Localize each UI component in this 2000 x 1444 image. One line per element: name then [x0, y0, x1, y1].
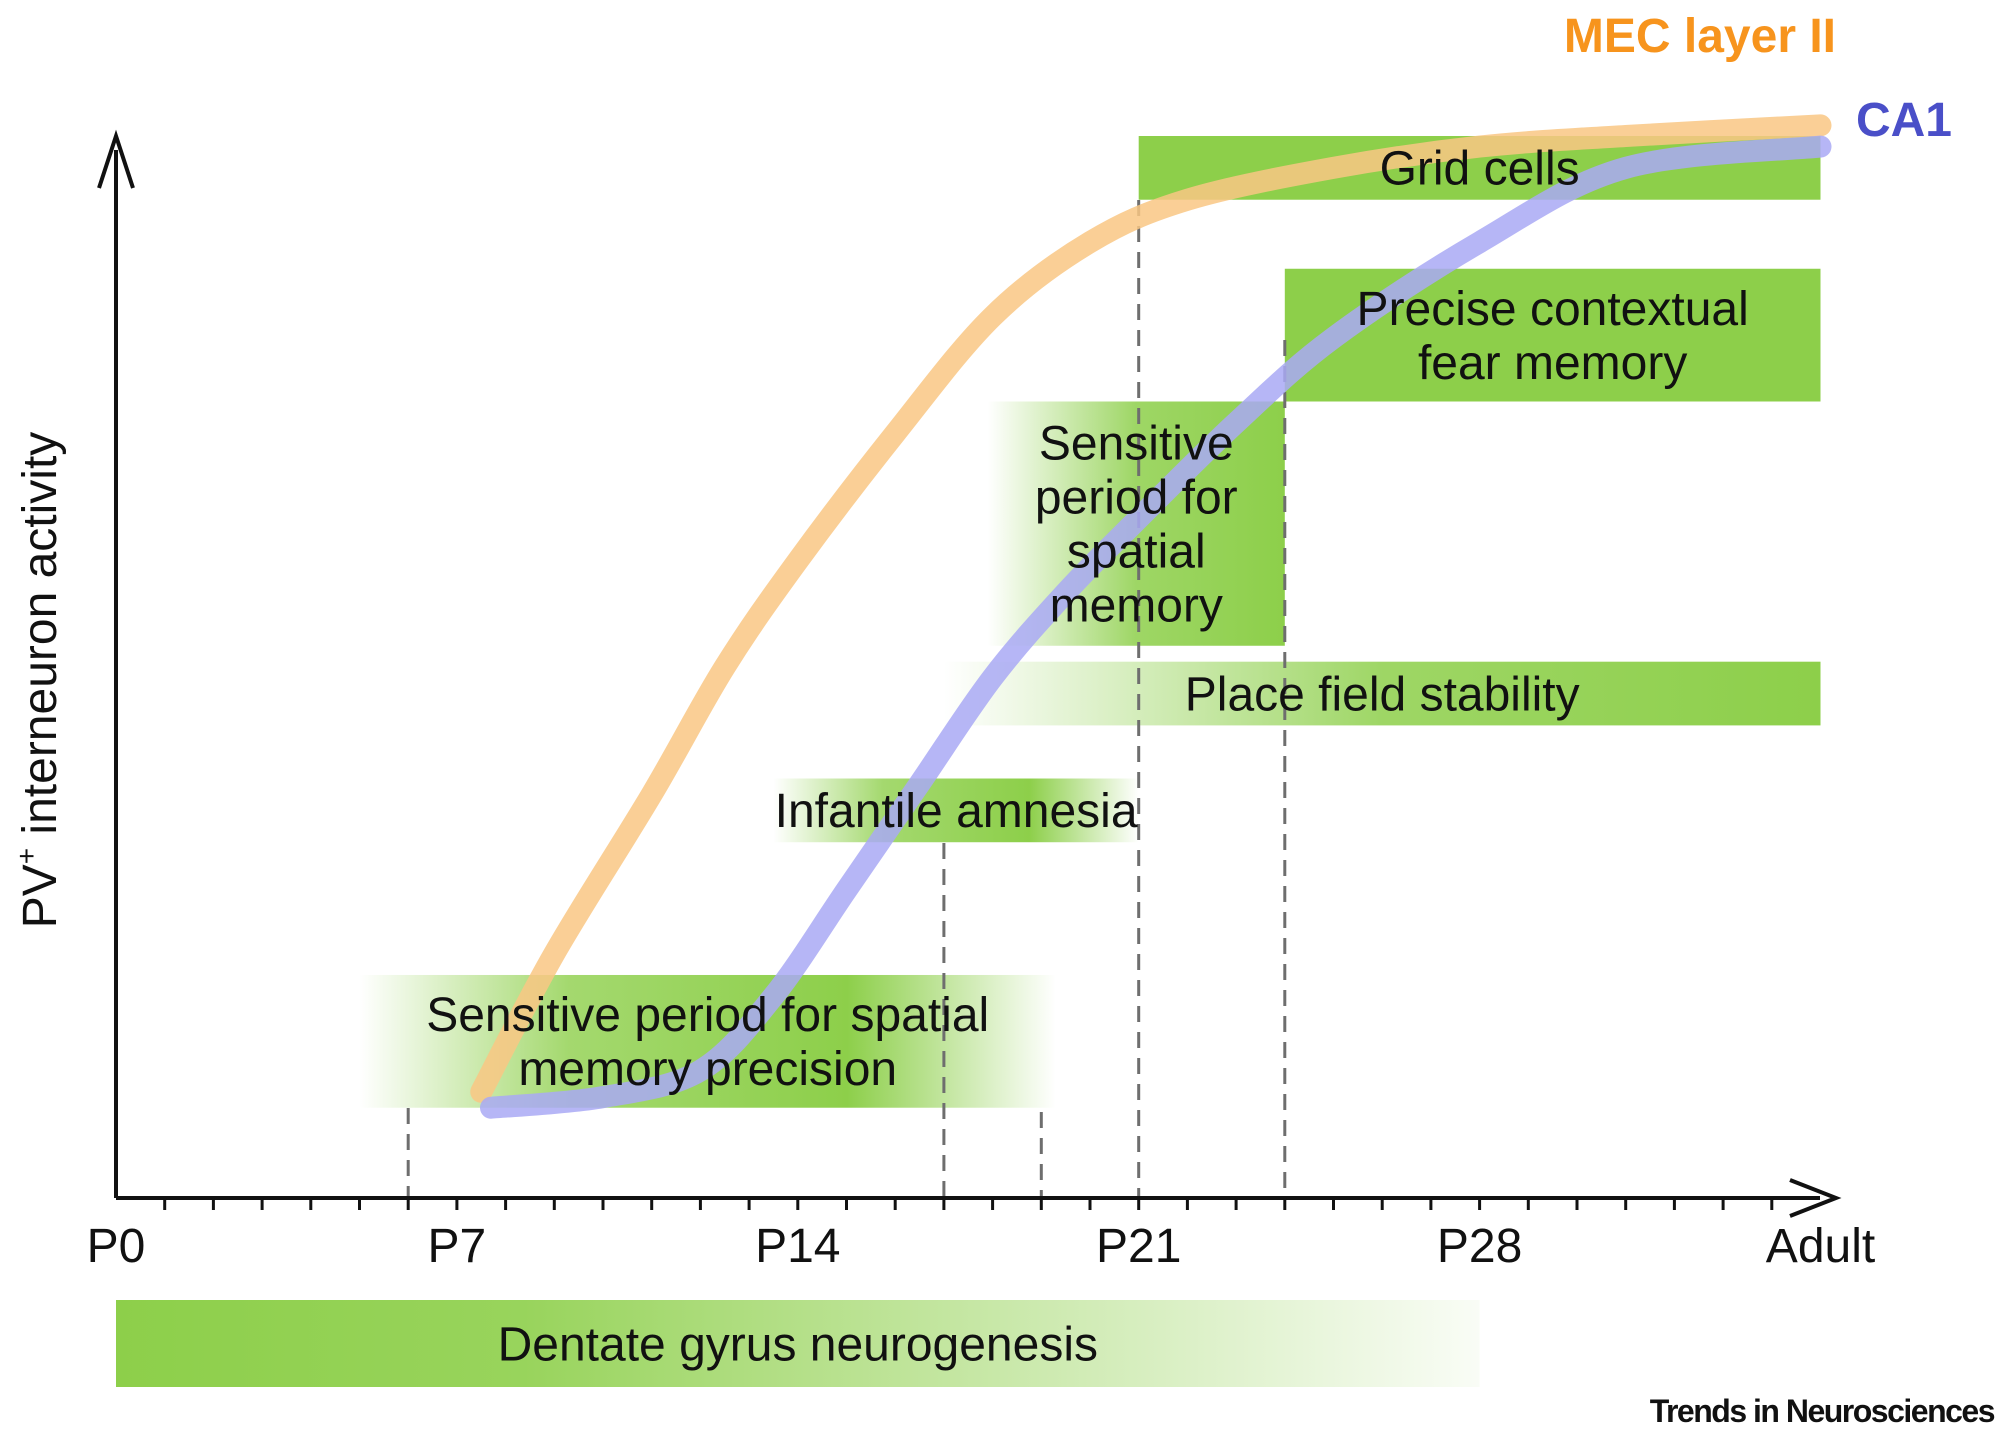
- journal-credit: Trends in Neurosciences: [1649, 1393, 1996, 1429]
- series-label-ca1: CA1: [1856, 94, 1952, 147]
- x-tick-label-p28: P28: [1437, 1220, 1522, 1273]
- y-axis-arrowhead: [97, 129, 135, 189]
- x-minor-ticks: [163, 1198, 1774, 1210]
- band-label-dentate-gyrus-neurogenesis: Dentate gyrus neurogenesis: [498, 1318, 1098, 1371]
- band-precise-contextual-fear-memory: [1284, 268, 1821, 402]
- band-label-grid-cells: Grid cells: [1380, 143, 1580, 196]
- activity-curves: [470, 114, 1832, 1119]
- band-label-place-field-stability: Place field stability: [1185, 668, 1580, 721]
- x-tick-label-p7: P7: [428, 1220, 487, 1273]
- band-label-infantile-amnesia: Infantile amnesia: [775, 785, 1138, 838]
- x-tick-label-p21: P21: [1096, 1220, 1181, 1273]
- x-tick-labels: P0 P7 P14 P21 P28 Adult: [87, 1220, 1876, 1273]
- series-label-mec-layer-ii: MEC layer II: [1564, 10, 1836, 63]
- curve-ca1: [479, 135, 1832, 1119]
- curve-mec-layer-ii: [470, 114, 1832, 1103]
- band-place-field-stability: [943, 661, 1821, 726]
- x-tick-label-p14: P14: [755, 1220, 840, 1273]
- reference-dashed-lines: [406, 200, 1287, 1198]
- period-bands: [116, 136, 1821, 1387]
- axes: P0 P7 P14 P21 P28 Adult PV+ interneuron activ…: [11, 129, 1876, 1273]
- x-axis-arrowhead: [1789, 1178, 1842, 1218]
- series-labels: MEC layer II CA1: [1564, 10, 1952, 147]
- band-dentate-gyrus-neurogenesis: [116, 1300, 1480, 1387]
- y-axis-label: PV+ interneuron activity: [11, 432, 67, 929]
- x-tick-label-adult: Adult: [1766, 1220, 1875, 1273]
- x-tick-label-p0: P0: [87, 1220, 146, 1273]
- band-infantile-amnesia: [773, 778, 1139, 843]
